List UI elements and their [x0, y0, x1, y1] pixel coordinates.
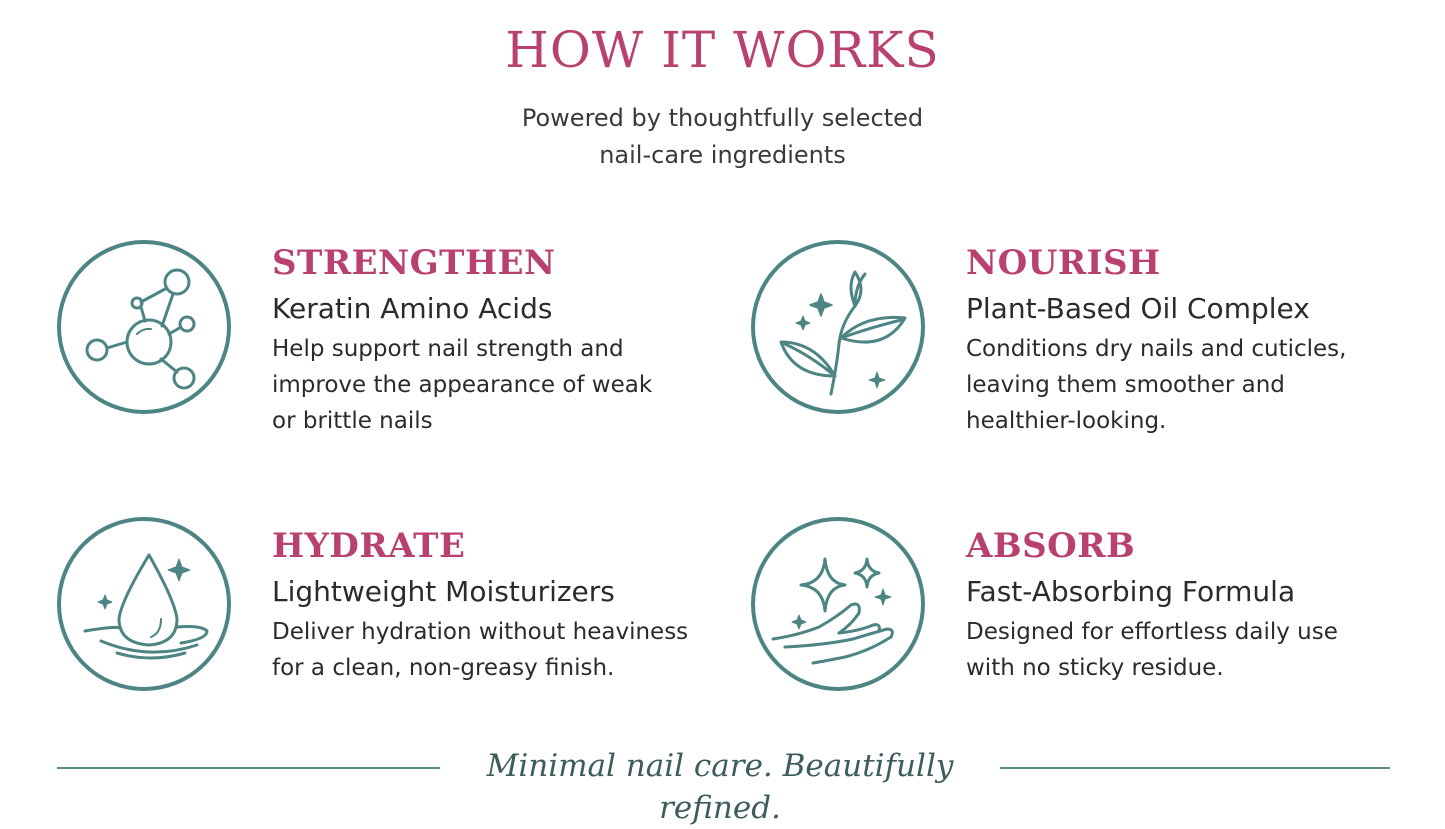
footer-tagline: Minimal nail care. Beautifully refined.	[486, 748, 954, 826]
description-line: Help support nail strength and	[272, 336, 624, 362]
footer-divider-left	[57, 767, 440, 769]
feature-description: Help support nail strength and improve t…	[272, 331, 652, 439]
subtitle-line: Powered by thoughtfully selected	[521, 104, 924, 132]
feature-heading: NOURISH	[966, 243, 1161, 283]
feature-heading: STRENGTHEN	[272, 243, 556, 283]
leaf-icon	[751, 240, 925, 414]
feature-subheading: Fast-Absorbing Formula	[966, 575, 1296, 608]
page-title: HOW IT WORKS	[505, 21, 940, 79]
description-line: Designed for effortless daily use	[966, 619, 1338, 645]
subtitle-line: nail-care ingredients	[599, 141, 846, 169]
feature-hydrate: HYDRATE Lightweight Moisturizers Deliver…	[272, 526, 688, 686]
hand-sparkle-icon	[751, 517, 925, 691]
description-line: with no sticky residue.	[966, 655, 1224, 681]
feature-subheading: Keratin Amino Acids	[272, 292, 553, 325]
description-line: healthier-looking.	[966, 408, 1167, 434]
feature-description: Designed for effortless daily use with n…	[966, 614, 1338, 686]
page-subtitle: Powered by thoughtfully selected nail-ca…	[0, 100, 1445, 174]
description-line: Deliver hydration without heaviness	[272, 619, 689, 645]
feature-strengthen: STRENGTHEN Keratin Amino Acids Help supp…	[272, 243, 652, 439]
feature-nourish: NOURISH Plant-Based Oil Complex Conditio…	[966, 243, 1346, 439]
description-line: leaving them smoother and	[966, 372, 1285, 398]
description-line: improve the appearance of weak	[272, 372, 653, 398]
feature-description: Deliver hydration without heaviness for …	[272, 614, 688, 686]
feature-description: Conditions dry nails and cuticles, leavi…	[966, 331, 1346, 439]
water-drop-icon	[57, 517, 231, 691]
feature-subheading: Plant-Based Oil Complex	[966, 292, 1310, 325]
feature-absorb: ABSORB Fast-Absorbing Formula Designed f…	[966, 526, 1338, 686]
molecule-icon	[57, 240, 231, 414]
description-line: for a clean, non-greasy finish.	[272, 655, 615, 681]
description-line: or brittle nails	[272, 408, 433, 434]
feature-heading: HYDRATE	[272, 526, 466, 566]
feature-subheading: Lightweight Moisturizers	[272, 575, 615, 608]
description-line: Conditions dry nails and cuticles,	[966, 336, 1347, 362]
footer-divider-right	[1000, 767, 1390, 769]
feature-heading: ABSORB	[966, 526, 1136, 566]
